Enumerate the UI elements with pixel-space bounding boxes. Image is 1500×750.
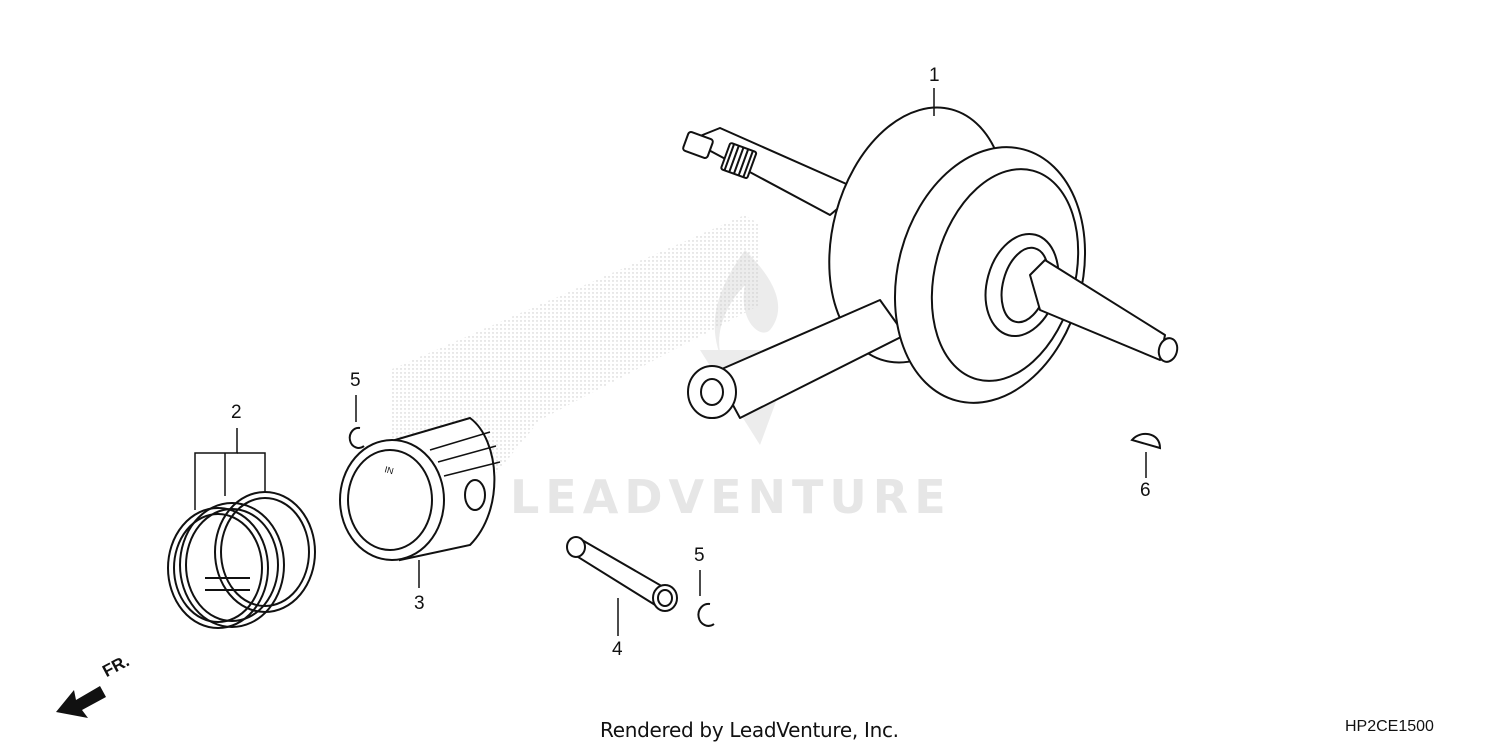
piston-part: IN — [339, 416, 501, 562]
piston-pin-part — [566, 536, 678, 612]
watermark-brand: LEADVENTURE — [510, 470, 952, 524]
callout-6: 6 — [1140, 480, 1151, 501]
crankshaft-part — [682, 106, 1179, 419]
arrow-left-down-icon — [56, 686, 106, 718]
woodruff-key-part — [1130, 432, 1162, 450]
callout-5-lower: 5 — [694, 545, 705, 566]
callout-4: 4 — [612, 639, 623, 660]
svg-text:IN: IN — [383, 464, 394, 476]
callout-3: 3 — [414, 593, 425, 614]
callout-2: 2 — [231, 402, 242, 423]
piston-pin-clip-lower — [697, 602, 715, 627]
piston-pin-clip-upper — [348, 426, 365, 449]
callout-1: 1 — [929, 65, 940, 86]
piston-rings-part — [167, 491, 316, 629]
diagram-code: HP2CE1500 — [1345, 718, 1434, 735]
rendered-by-credit: Rendered by LeadVenture, Inc. — [600, 718, 899, 742]
leader-lines — [194, 88, 1147, 636]
callout-5-upper: 5 — [350, 370, 361, 391]
